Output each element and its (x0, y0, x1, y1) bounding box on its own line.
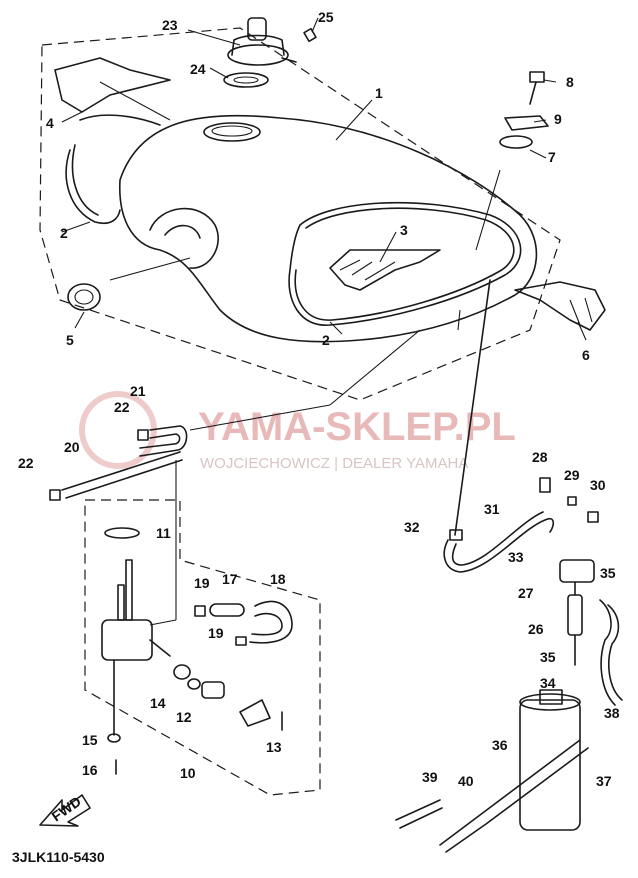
callout-6: 6 (582, 347, 590, 363)
callout-16: 16 (82, 762, 98, 778)
callout-28: 28 (532, 449, 548, 465)
callout-3: 3 (400, 222, 408, 238)
callout-33: 33 (508, 549, 524, 565)
watermark-subtitle: WOJCIECHOWICZ | DEALER YAMAHA (200, 455, 468, 472)
callout-27: 27 (518, 585, 534, 601)
callout-10: 10 (180, 765, 196, 781)
watermark-title: YAMA-SKLEP.PL (198, 405, 516, 449)
callout-36: 36 (492, 737, 508, 753)
callout-12: 12 (176, 709, 192, 725)
leader-lines (61, 17, 587, 341)
fwd-arrow: FWD (39, 793, 91, 827)
callout-7: 7 (548, 149, 556, 165)
callout-23: 23 (162, 17, 178, 33)
bracket-detail (569, 297, 593, 326)
callout-15: 15 (82, 732, 98, 748)
cap-5 (67, 283, 101, 311)
callout-2b: 2 (322, 332, 330, 348)
fuel-cap (223, 17, 317, 88)
callout-2a: 2 (60, 225, 68, 241)
callout-37: 37 (596, 773, 612, 789)
callout-25: 25 (318, 9, 334, 25)
callout-8: 8 (566, 74, 574, 90)
callout-labels: 1 2 2 3 4 5 6 7 8 9 10 11 12 13 14 15 16… (18, 9, 620, 789)
callout-24: 24 (190, 61, 206, 77)
callout-31: 31 (484, 501, 500, 517)
callout-22b: 22 (18, 455, 34, 471)
decal-4 (54, 57, 171, 113)
tank-group-outline (39, 27, 561, 401)
callout-26: 26 (528, 621, 544, 637)
fuel-cock (101, 527, 283, 775)
callout-34: 34 (540, 675, 556, 691)
mount-bolts (499, 71, 549, 149)
callout-21: 21 (130, 383, 146, 399)
tank-emblem (329, 249, 441, 291)
callout-35a: 35 (600, 565, 616, 581)
bracket-6 (514, 281, 606, 331)
callout-13: 13 (266, 739, 282, 755)
callout-18: 18 (270, 571, 286, 587)
callout-17: 17 (222, 571, 238, 587)
fuel-tank (65, 114, 538, 343)
callout-32: 32 (404, 519, 420, 535)
callout-38: 38 (604, 705, 620, 721)
watermark: YAMA-SKLEP.PL WOJCIECHOWICZ | DEALER YAM… (79, 391, 516, 472)
callout-9: 9 (554, 111, 562, 127)
callout-4: 4 (46, 115, 54, 131)
evap-system (395, 279, 623, 853)
callout-1: 1 (375, 85, 383, 101)
fuel-cock-group-outline (84, 499, 321, 796)
callout-19a: 19 (194, 575, 210, 591)
callout-29: 29 (564, 467, 580, 483)
callout-30: 30 (590, 477, 606, 493)
callout-20: 20 (64, 439, 80, 455)
tank-fuel-line (149, 309, 461, 626)
part-code: 3JLK110-5430 (12, 849, 105, 865)
callout-14: 14 (150, 695, 166, 711)
callout-11: 11 (156, 525, 171, 541)
callout-40: 40 (458, 773, 474, 789)
callout-5: 5 (66, 332, 74, 348)
callout-22a: 22 (114, 399, 130, 415)
callout-39: 39 (422, 769, 438, 785)
callout-19b: 19 (208, 625, 224, 641)
hoses (49, 425, 293, 646)
callout-35b: 35 (540, 649, 556, 665)
